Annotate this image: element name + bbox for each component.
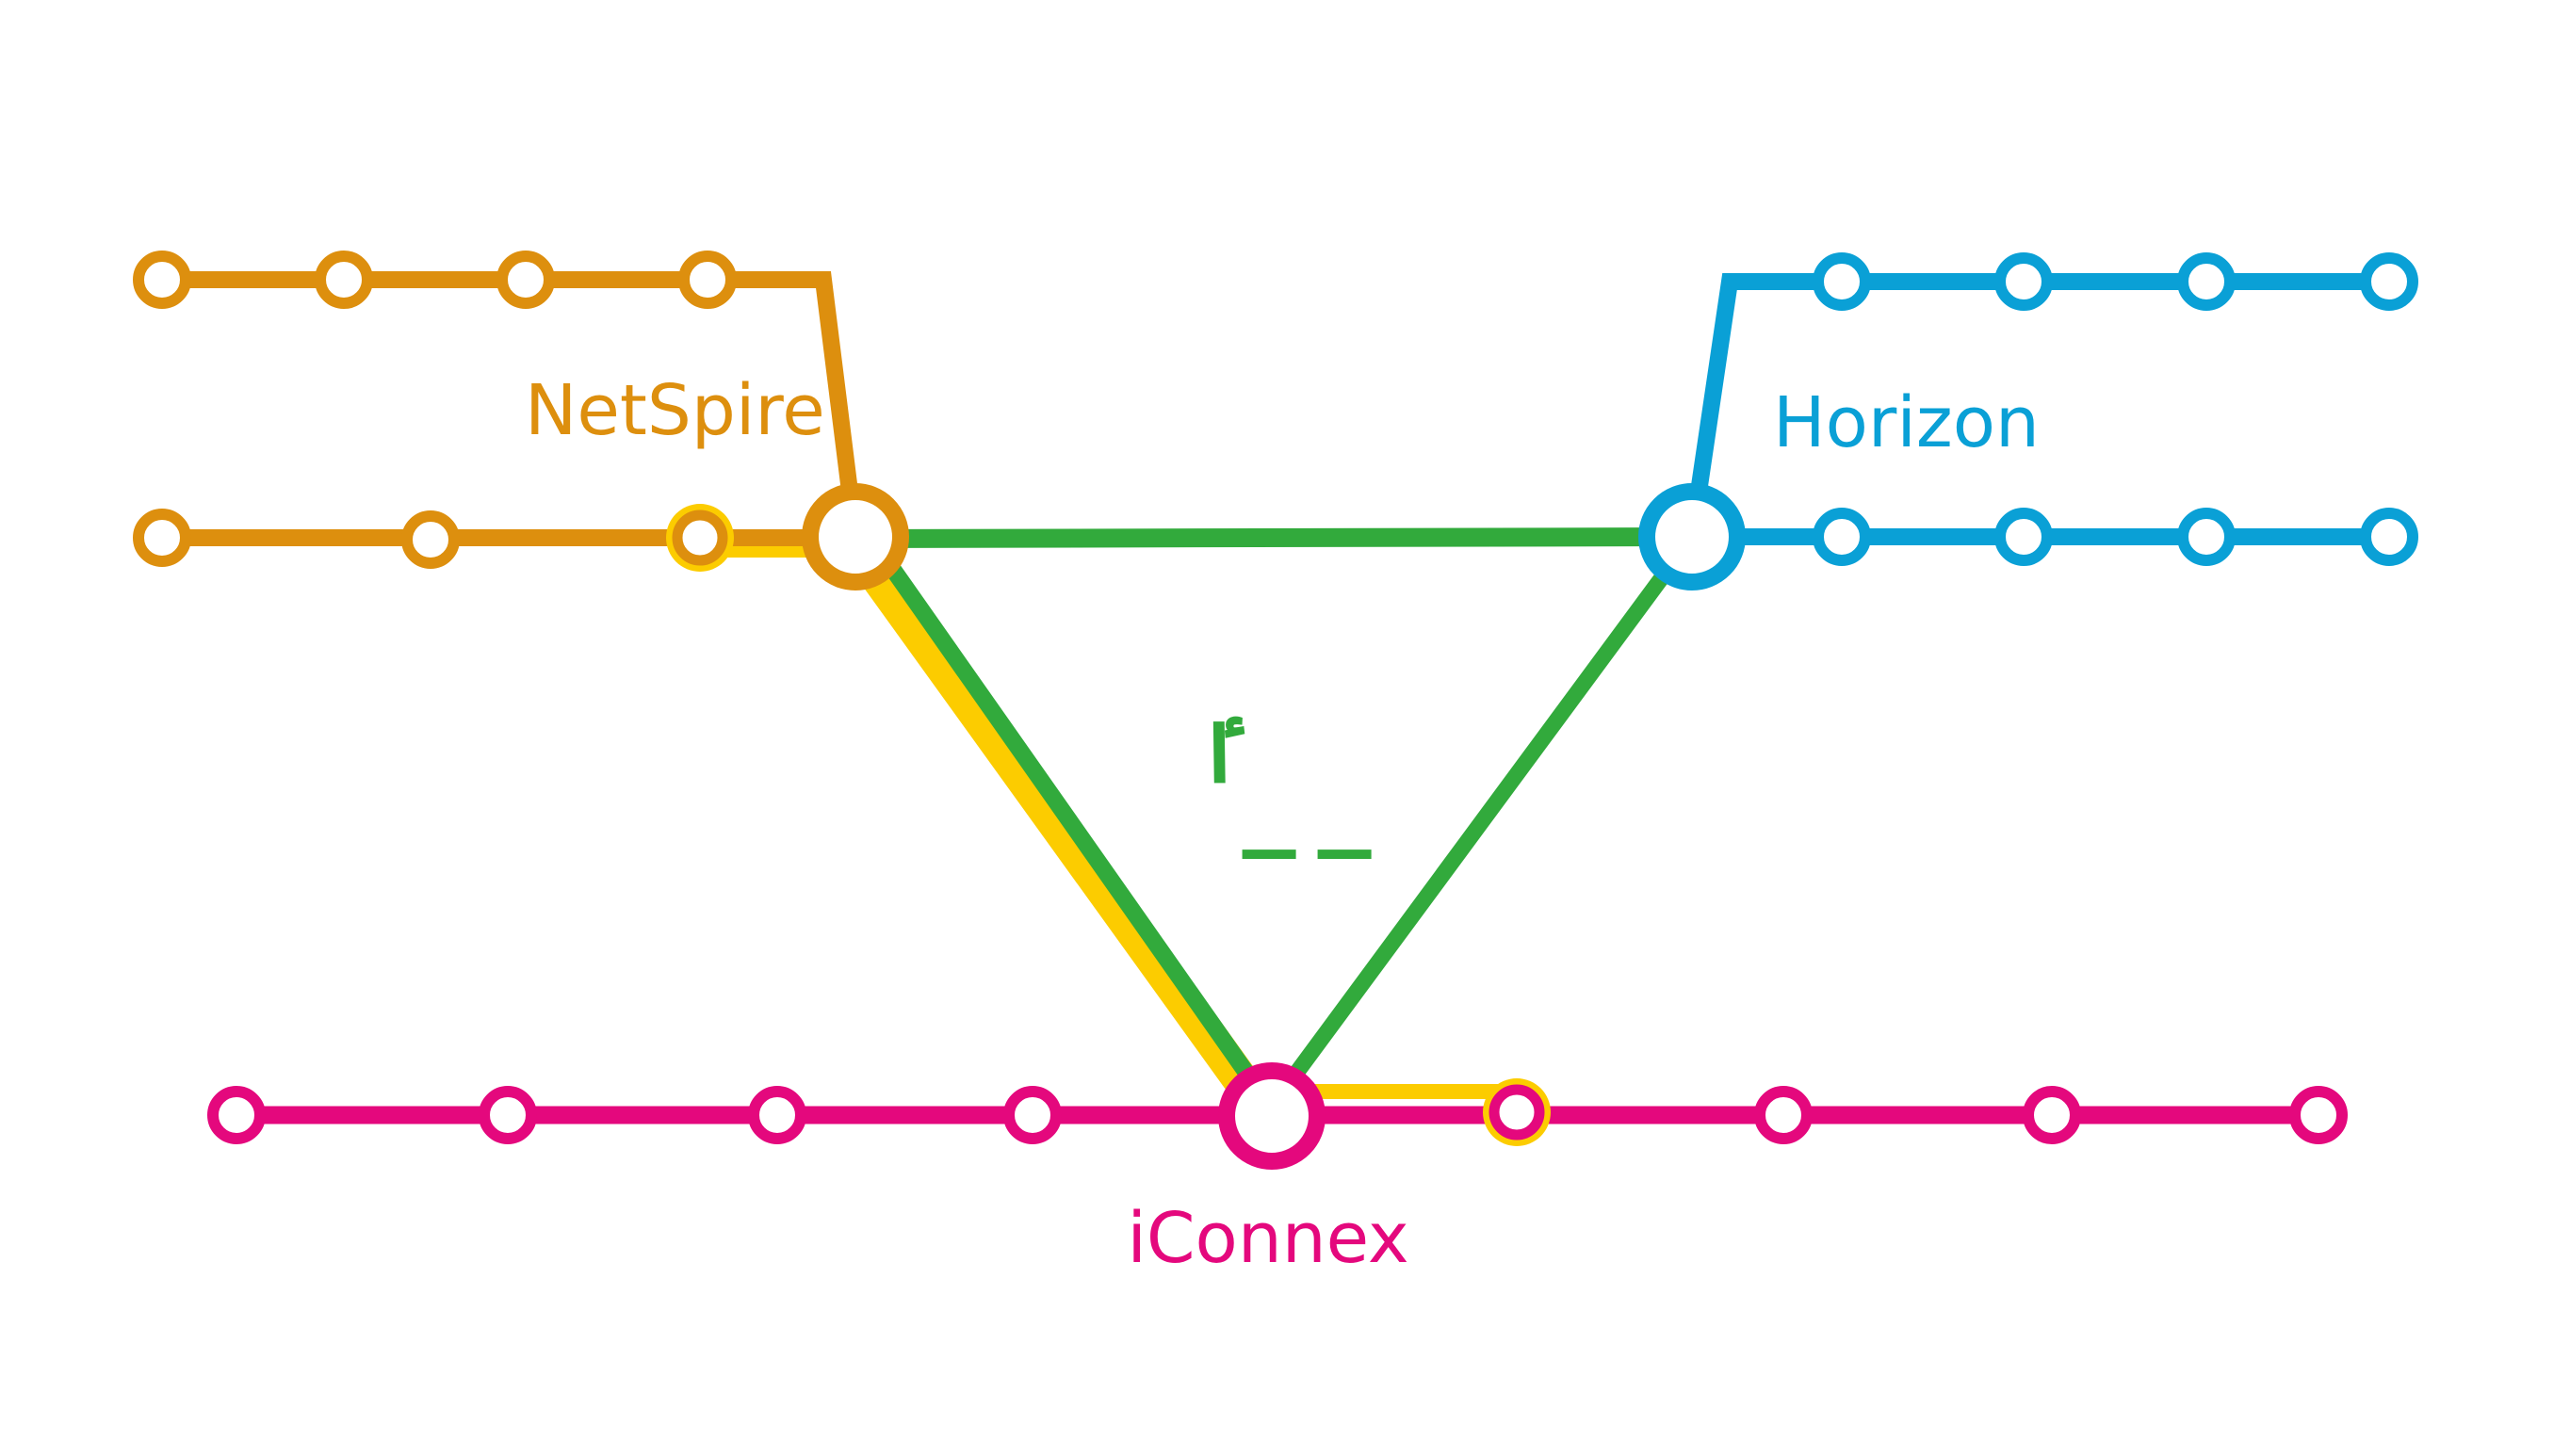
station-netspire-upper-4[interactable] [678,251,737,309]
station-iconnex-5[interactable] [1488,1084,1545,1141]
horizon-label: Horizon [1773,382,2040,463]
yellow-link-netspire-iconnex [835,524,1272,1116]
netspire-stations [133,251,909,590]
hub-iconnex[interactable] [1218,1062,1326,1170]
station-horizon-upper-4[interactable] [2360,252,2418,311]
station-iconnex-3[interactable] [748,1086,806,1144]
yellow-links [691,524,1524,1116]
netspire-line [154,271,864,546]
hub-horizon[interactable] [1638,483,1746,590]
station-horizon-upper-2[interactable] [1994,252,2053,311]
station-iconnex-4[interactable] [1003,1086,1062,1144]
iconnex-label: iConnex [1127,1198,1408,1279]
center-glyph-2: ـ [1242,781,1296,880]
station-netspire-lower-3[interactable] [672,510,728,566]
green-link-netspire-iconnex [856,521,1279,1116]
station-netspire-upper-2[interactable] [315,251,373,309]
station-iconnex-2[interactable] [479,1086,537,1144]
station-horizon-upper-3[interactable] [2177,252,2236,311]
station-netspire-lower-1[interactable] [133,509,191,567]
station-horizon-lower-4[interactable] [2360,508,2418,566]
horizon-upper-branch [1684,273,2398,545]
netspire-upper-branch [154,271,864,545]
iconnex-stations [207,1062,2348,1170]
station-iconnex-7[interactable] [2023,1086,2081,1144]
station-iconnex-8[interactable] [2289,1086,2348,1144]
netspire-label: NetSpire [525,370,825,451]
green-link-netspire-horizon [847,527,1702,548]
station-horizon-lower-1[interactable] [1813,508,1871,566]
station-iconnex-6[interactable] [1754,1086,1813,1144]
station-netspire-lower-2[interactable] [401,510,460,569]
hub-netspire[interactable] [802,483,909,590]
center-glyphs: ٵ ـ ـ [1195,704,1372,880]
station-horizon-lower-3[interactable] [2177,508,2236,566]
station-horizon-lower-2[interactable] [1994,508,2053,566]
station-iconnex-1[interactable] [207,1086,266,1144]
station-netspire-upper-3[interactable] [496,251,555,309]
center-glyph-1: ٵ [1195,704,1245,802]
green-link-horizon-iconnex [1262,528,1700,1116]
green-links [847,521,1702,1116]
horizon-stations [1638,252,2418,590]
station-horizon-upper-1[interactable] [1813,252,1871,311]
center-glyph-3: ـ [1317,781,1372,880]
station-netspire-upper-1[interactable] [133,251,191,309]
